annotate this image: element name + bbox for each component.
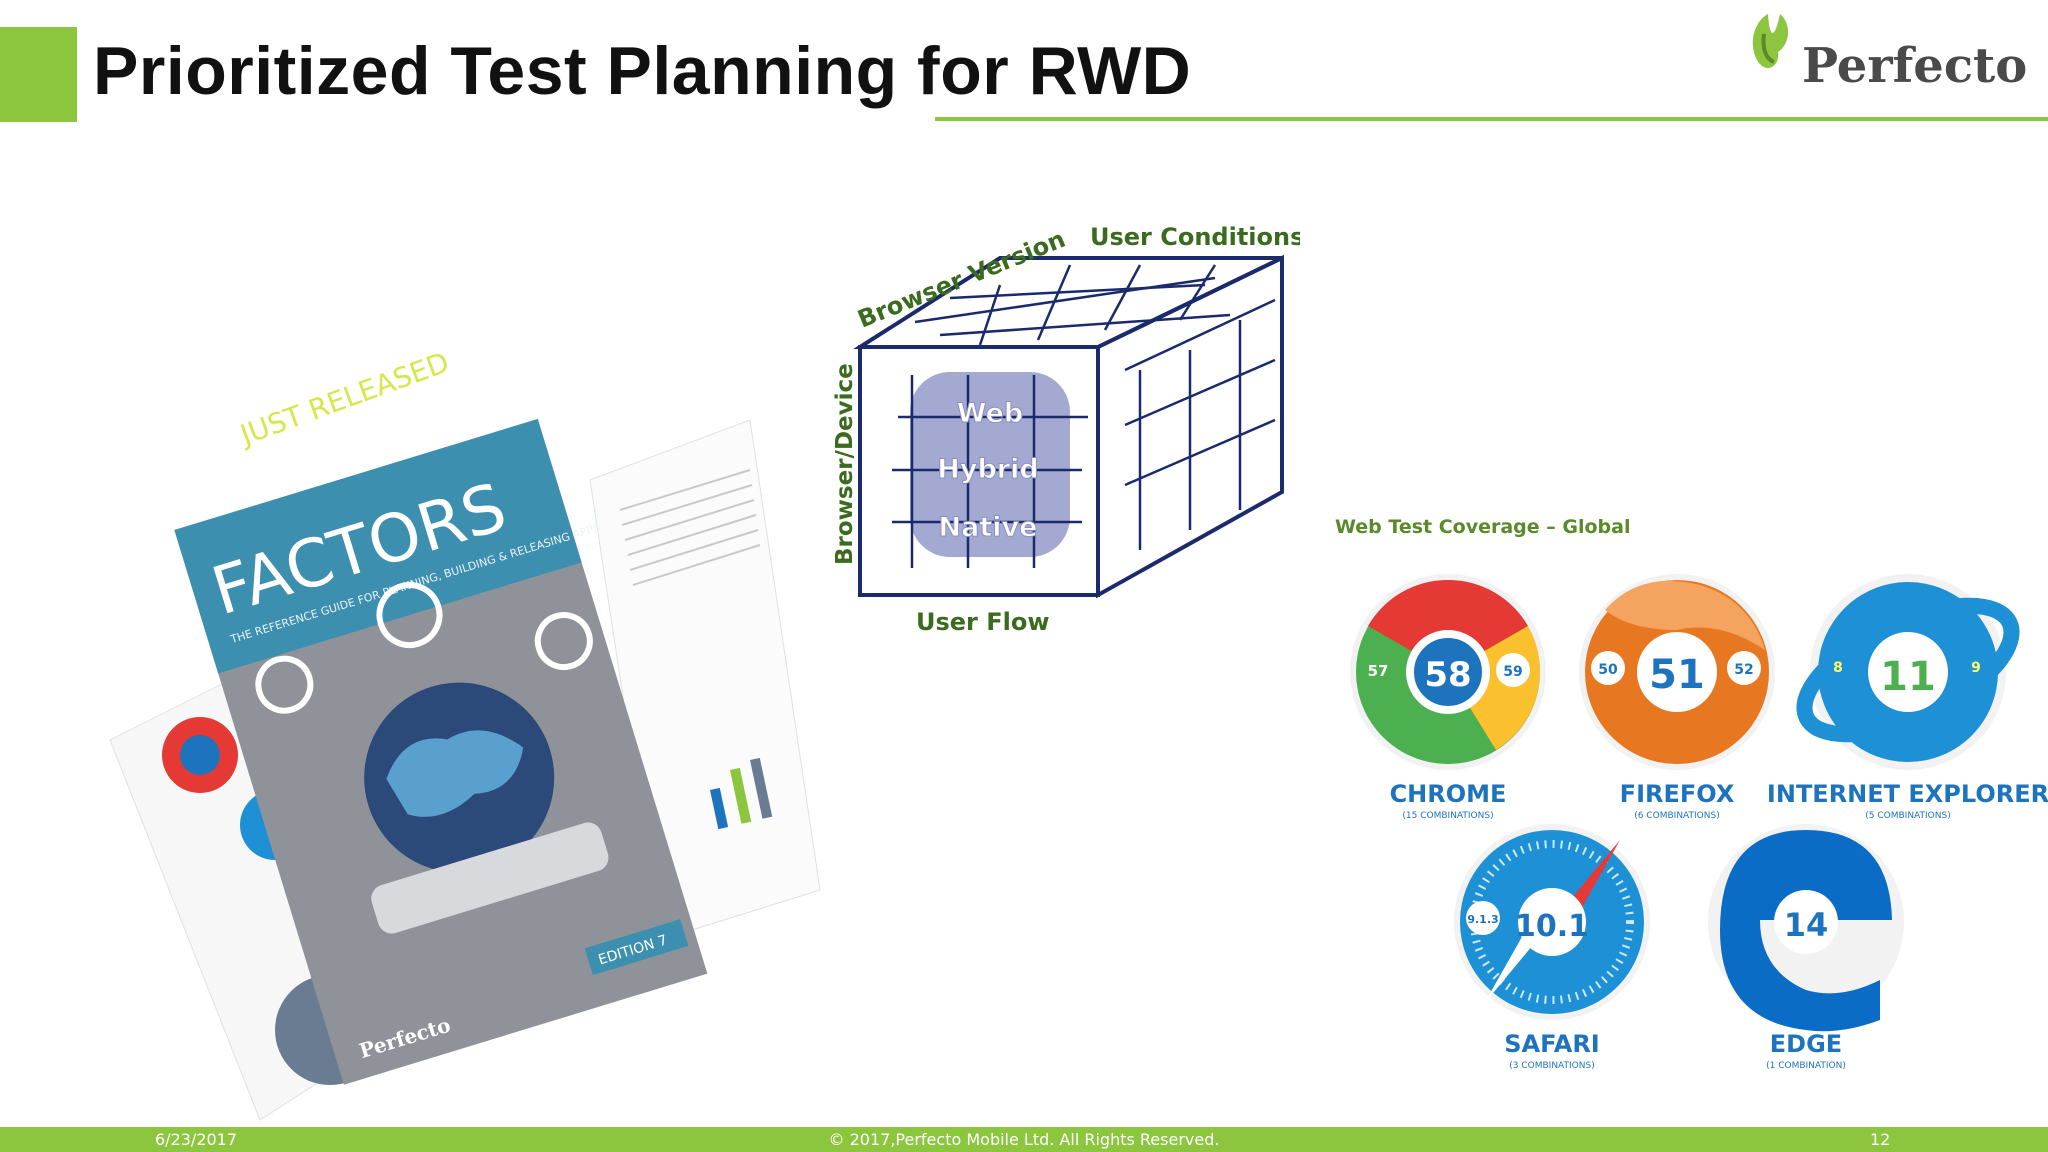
chrome-combos: (15 COMBINATIONS): [1402, 811, 1493, 821]
device-bubble-icon: [255, 655, 314, 714]
edge-current: 14: [1784, 906, 1829, 944]
phone-icon: [371, 822, 609, 934]
ie-prev: 8: [1833, 660, 1843, 676]
safari-label: SAFARI: [1504, 1030, 1599, 1058]
browser-coverage-panel: Web Test Coverage – Global 58 59 57 CHRO…: [1335, 516, 2048, 1071]
edge-label: EDGE: [1770, 1030, 1842, 1058]
row-label-hybrid: Hybrid: [937, 454, 1038, 485]
ie-label: INTERNET EXPLORER: [1767, 780, 2048, 808]
safari-prev: 9.1.3: [1467, 913, 1498, 926]
firefox-combos: (6 COMBINATIONS): [1634, 811, 1719, 821]
firefox-prev: 50: [1598, 662, 1618, 678]
bar-thumb: [710, 787, 729, 830]
cube-diagonal-label: Browser Version: [854, 225, 1069, 334]
cube-side-face: [1096, 254, 1284, 599]
logo-text: Perfecto: [1802, 38, 2028, 94]
factors-cover: FACTORS THE REFERENCE GUIDE FOR PLANNING…: [174, 418, 708, 1085]
firefox-next: 52: [1734, 662, 1753, 678]
ie-next: 9: [1971, 660, 1981, 676]
ie-badge: 11 8 9 INTERNET EXPLORER (5 COMBINATIONS…: [1767, 574, 2048, 821]
title-accent-block: [0, 27, 77, 122]
cube-bottom-label: User Flow: [916, 608, 1050, 636]
safari-combos: (3 COMBINATIONS): [1509, 1061, 1594, 1071]
chrome-prev: 57: [1368, 662, 1389, 680]
perfecto-leaf-icon: [1752, 14, 1789, 69]
edge-combos: (1 COMBINATION): [1766, 1061, 1846, 1071]
footer-date: 6/23/2017: [155, 1130, 238, 1149]
safari-badge: 10.1 9.1.3 SAFARI (3 COMBINATIONS): [1454, 824, 1650, 1071]
just-released-banner: JUST RELEASED: [234, 346, 453, 453]
row-label-web: Web: [957, 398, 1023, 429]
footer-page-number: 12: [1870, 1130, 1891, 1149]
footer-copyright: © 2017,Perfecto Mobile Ltd. All Rights R…: [828, 1130, 1220, 1149]
slide-title: Prioritized Test Planning for RWD: [93, 33, 1192, 109]
coverage-heading: Web Test Coverage – Global: [1335, 516, 1630, 538]
title-underline: [935, 117, 2048, 121]
ie-current: 11: [1880, 654, 1936, 700]
firefox-label: FIREFOX: [1620, 780, 1735, 808]
safari-current: 10.1: [1515, 909, 1589, 944]
firefox-current: 51: [1649, 652, 1705, 698]
perfecto-logo: Perfecto: [1740, 4, 2027, 104]
factors-report-image: JUST RELEASED FACTORS THE REFERENCE GUID…: [109, 346, 821, 1121]
row-label-native: Native: [939, 512, 1038, 543]
slide-footer: © 2017,Perfecto Mobile Ltd. All Rights R…: [0, 1127, 2048, 1152]
edge-badge: 14 EDGE (1 COMBINATION): [1708, 824, 1904, 1071]
ie-combos: (5 COMBINATIONS): [1865, 811, 1950, 821]
cube-left-label: Browser/Device: [832, 363, 858, 565]
chrome-badge: 58 59 57 CHROME (15 COMBINATIONS): [1350, 574, 1546, 821]
chrome-next: 59: [1503, 664, 1522, 680]
test-matrix-cube: User Conditions Browser Version Browser/…: [832, 223, 1300, 636]
firefox-badge: 51 50 52 FIREFOX (6 COMBINATIONS): [1579, 574, 1775, 821]
chrome-current: 58: [1424, 655, 1471, 695]
chrome-label: CHROME: [1390, 780, 1507, 808]
cube-top-label: User Conditions: [1090, 223, 1300, 251]
